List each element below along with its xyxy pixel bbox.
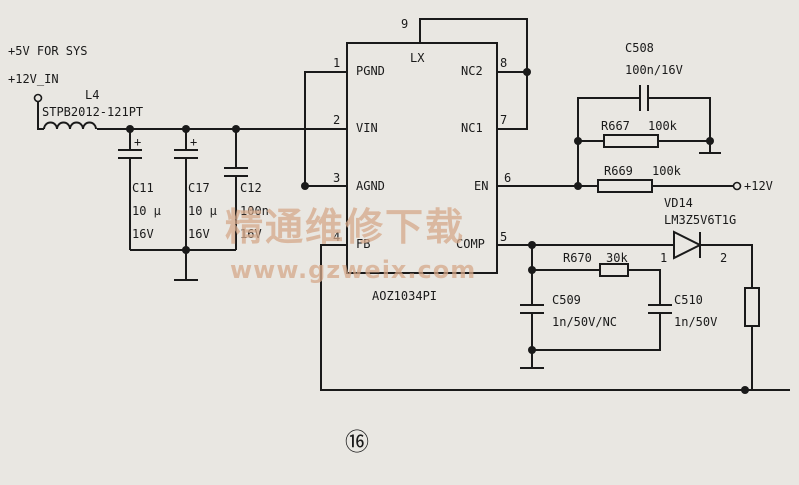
c12-value: 100n [240, 204, 269, 218]
c509-ref: C509 [552, 293, 581, 307]
pin-num-7: 7 [500, 113, 507, 127]
en-supply-label: +12V [744, 179, 773, 193]
diode-ref: VD14 [664, 196, 693, 210]
pin-name-pgnd: PGND [356, 64, 385, 78]
r667-value: 100k [648, 119, 678, 133]
junction-cap-ground [182, 246, 190, 254]
c11-symbol [118, 129, 142, 250]
supply-input-label: +12V_IN [8, 72, 59, 86]
pin-num-3: 3 [333, 171, 340, 185]
c11-value: 10 μ [132, 204, 161, 218]
pin-name-vin: VIN [356, 121, 378, 135]
junction-pgnd-agnd [301, 182, 309, 190]
pin-name-fb: FB [356, 237, 370, 251]
junction-lx-nc2 [523, 68, 531, 76]
r667-body [603, 134, 659, 148]
c11-ref: C11 [132, 181, 154, 195]
wire-pin4-fb [320, 244, 745, 391]
inductor-ref: L4 [85, 88, 99, 102]
diode-pin2: 2 [720, 251, 727, 265]
wire-pin1-pin3 [304, 71, 347, 186]
wire-comp-ground [531, 313, 661, 351]
pin-name-nc1: NC1 [461, 121, 483, 135]
pin-num-1: 1 [333, 56, 340, 70]
r669-ref: R669 [604, 164, 633, 178]
pin-name-lx: LX [410, 51, 425, 65]
inductor-part: STPB2012-121PT [42, 105, 143, 119]
c12-ref: C12 [240, 181, 262, 195]
wire-r670-right [628, 269, 661, 305]
r667-ref: R667 [601, 119, 630, 133]
pin-name-agnd: AGND [356, 179, 385, 193]
pin-name-en: EN [474, 179, 488, 193]
pin-num-5: 5 [500, 230, 507, 244]
figure-number: ⑯ [345, 428, 369, 456]
en-supply-terminal [732, 181, 742, 191]
c509-symbol [520, 304, 544, 314]
c508-symbol [639, 85, 649, 111]
diode-vd14-symbol [673, 230, 703, 260]
ic-part-label: AOZ1034PI [372, 289, 437, 303]
pin-num-9: 9 [401, 17, 408, 31]
inductor-l4 [43, 121, 97, 130]
wire-c508-r667-left [577, 97, 640, 186]
wire-diode-out [700, 244, 753, 288]
r669-value: 100k [652, 164, 682, 178]
c12-symbol [224, 129, 248, 250]
watermark-chinese: 精通维修下载 [225, 204, 465, 249]
pin-num-4: 4 [333, 230, 340, 244]
c508-ref: C508 [625, 41, 654, 55]
c17-symbol [174, 129, 198, 280]
c17-plus: + [190, 135, 197, 149]
c510-ref: C510 [674, 293, 703, 307]
c509-value: 1n/50V/NC [552, 315, 617, 329]
pin-name-nc2: NC2 [461, 64, 483, 78]
pin-name-comp: COMP [456, 237, 485, 251]
load-resistor [744, 287, 760, 327]
c508-value: 100n/16V [625, 63, 683, 77]
wire-input-down [37, 102, 44, 130]
wire-c508-right [648, 97, 711, 152]
pin-num-6: 6 [504, 171, 511, 185]
watermark-url: www.gzweix.com [230, 256, 476, 284]
c11-plus: + [134, 135, 141, 149]
c17-ref: C17 [188, 181, 210, 195]
r670-ref: R670 [563, 251, 592, 265]
ic-body [346, 42, 498, 274]
diode-part: LM3Z5V6T1G [664, 213, 736, 227]
wire-lx [419, 18, 528, 130]
c510-value: 1n/50V [674, 315, 717, 329]
junction-r667-right [706, 137, 714, 145]
input-terminal [33, 93, 43, 103]
pin-num-8: 8 [500, 56, 507, 70]
c17-voltage: 16V [188, 227, 210, 241]
r670-value: 30k [606, 251, 628, 265]
diode-pin1: 1 [660, 251, 667, 265]
ground-comp [520, 350, 544, 369]
c510-symbol [648, 304, 672, 314]
c11-voltage: 16V [132, 227, 154, 241]
r670-body [599, 263, 629, 277]
c12-voltage: 16V [240, 227, 262, 241]
c17-value: 10 μ [188, 204, 217, 218]
pin-num-2: 2 [333, 113, 340, 127]
r669-body [597, 179, 653, 193]
supply-sys-label: +5V FOR SYS [8, 44, 87, 58]
